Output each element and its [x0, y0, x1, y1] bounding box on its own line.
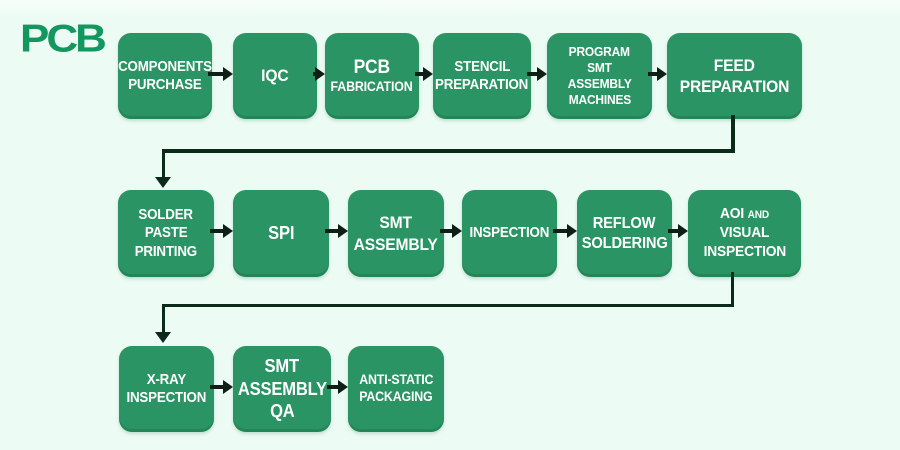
arrow-pcb-to-stencil [415, 67, 433, 81]
connector-aoi-drop-segment [161, 307, 165, 333]
arrow-head-icon [423, 67, 433, 81]
box-label: SMT [379, 213, 413, 233]
arrow-solder-to-spi [210, 224, 233, 238]
flow-box-pcb-fabrication: PCB FABRICATION [325, 33, 419, 119]
box-label: AOI AND VISUAL [694, 205, 794, 243]
box-label: X-RAY [146, 371, 187, 388]
flow-box-x-ray-inspection: X-RAY INSPECTION [119, 346, 214, 432]
flow-box-stencil-preparation: STENCIL PREPARATION [433, 33, 531, 119]
flow-box-iqc: IQC [233, 33, 317, 119]
box-label: PCB [353, 56, 391, 78]
arrow-shaft [313, 72, 315, 76]
box-label: ASSEMBLY [237, 378, 327, 399]
arrow-program-to-feed [648, 67, 667, 81]
box-label: REFLOW [593, 214, 656, 232]
box-label: SOLDERING [581, 234, 668, 252]
arrow-head-icon [678, 224, 688, 238]
arrow-inspection-to-reflow [553, 224, 577, 238]
box-label: QA [269, 401, 295, 422]
box-label-part-small: AND [747, 209, 770, 222]
arrow-shaft [527, 72, 537, 76]
flow-box-program-smt-assembly-machines: PROGRAM SMT ASSEMBLY MACHINES [547, 33, 652, 119]
arrow-shaft [327, 385, 338, 389]
arrow-qa-to-packaging [327, 380, 348, 394]
flow-box-anti-static-packaging: ANTI-STATIC PACKAGING [348, 346, 444, 432]
box-label: IQC [261, 66, 289, 86]
arrow-shaft [553, 229, 567, 233]
connector-aoi-down-segment [730, 272, 734, 307]
arrow-head-icon [223, 67, 233, 81]
flow-box-feed-preparation: FEED PREPARATION [667, 33, 802, 119]
box-label: MACHINES [568, 92, 631, 108]
arrow-head-icon [315, 67, 325, 81]
connector-feed-drop-segment [161, 152, 165, 178]
arrow-head-icon [338, 380, 348, 394]
arrow-head-icon [223, 380, 233, 394]
box-label: PACKAGING [359, 389, 433, 404]
box-label: COMPONENTS [118, 58, 212, 75]
arrow-smt-to-inspection [440, 224, 462, 238]
arrow-reflow-to-aoi [668, 224, 688, 238]
box-label: INSPECTION [469, 225, 550, 242]
flow-box-spi: SPI [233, 190, 329, 277]
box-label: SPI [267, 223, 295, 244]
arrow-stencil-to-program [527, 67, 547, 81]
arrow-spi-to-smt-assembly [325, 224, 348, 238]
arrow-head-icon [537, 67, 547, 81]
box-label: PURCHASE [128, 77, 202, 93]
arrow-shaft [210, 229, 223, 233]
arrow-head-icon [657, 67, 667, 81]
box-label: SOLDER [138, 207, 194, 224]
box-label: INSPECTION [126, 390, 207, 406]
flow-box-smt-assembly: SMT ASSEMBLY [348, 190, 444, 277]
arrow-shaft [415, 72, 423, 76]
arrow-xray-to-qa [210, 380, 233, 394]
connector-aoi-arrowhead-icon [155, 332, 171, 343]
box-label: FABRICATION [331, 79, 413, 95]
box-label: SMT [587, 59, 612, 75]
box-label: SMT [264, 356, 300, 377]
connector-feed-horizontal-segment [161, 149, 735, 153]
box-label: PASTE [144, 225, 188, 242]
arrow-shaft [668, 229, 678, 233]
flow-box-smt-assembly-qa: SMT ASSEMBLY QA [233, 346, 331, 432]
box-label-part: AOI [719, 205, 744, 223]
connector-aoi-horizontal-segment [161, 303, 734, 307]
arrow-head-icon [567, 224, 577, 238]
arrow-shaft [208, 72, 223, 76]
box-label: ASSEMBLY [567, 76, 632, 91]
box-label-part: VISUAL [719, 224, 770, 242]
arrow-components-to-iqc [208, 67, 233, 81]
connector-feed-down-segment [731, 115, 735, 152]
box-label: FEED [714, 55, 755, 75]
arrow-shaft [210, 385, 223, 389]
connector-feed-arrowhead-icon [155, 177, 171, 188]
box-label: PREPARATION [435, 77, 529, 93]
flow-box-solder-paste-printing: SOLDER PASTE PRINTING [118, 190, 214, 277]
arrow-head-icon [452, 224, 462, 238]
box-label: ANTI-STATIC [358, 372, 434, 388]
flow-box-components-purchase: COMPONENTS PURCHASE [118, 33, 212, 119]
pcb-logo: PCB [20, 17, 107, 61]
box-label: PROGRAM [568, 43, 631, 59]
box-label: ASSEMBLY [353, 234, 438, 254]
box-label: PREPARATION [679, 77, 790, 96]
flow-box-aoi-and-visual-inspection: AOI AND VISUAL INSPECTION [688, 190, 801, 277]
arrow-shaft [325, 229, 338, 233]
arrow-shaft [648, 72, 657, 76]
arrow-shaft [440, 229, 452, 233]
flow-box-inspection: INSPECTION [462, 190, 557, 277]
flow-box-reflow-soldering: REFLOW SOLDERING [577, 190, 672, 277]
box-label: INSPECTION [703, 242, 786, 260]
arrow-head-icon [338, 224, 348, 238]
arrow-iqc-to-pcb-fabrication [313, 67, 325, 81]
arrow-head-icon [223, 224, 233, 238]
box-label: STENCIL [454, 58, 510, 75]
box-label: PRINTING [134, 243, 198, 260]
